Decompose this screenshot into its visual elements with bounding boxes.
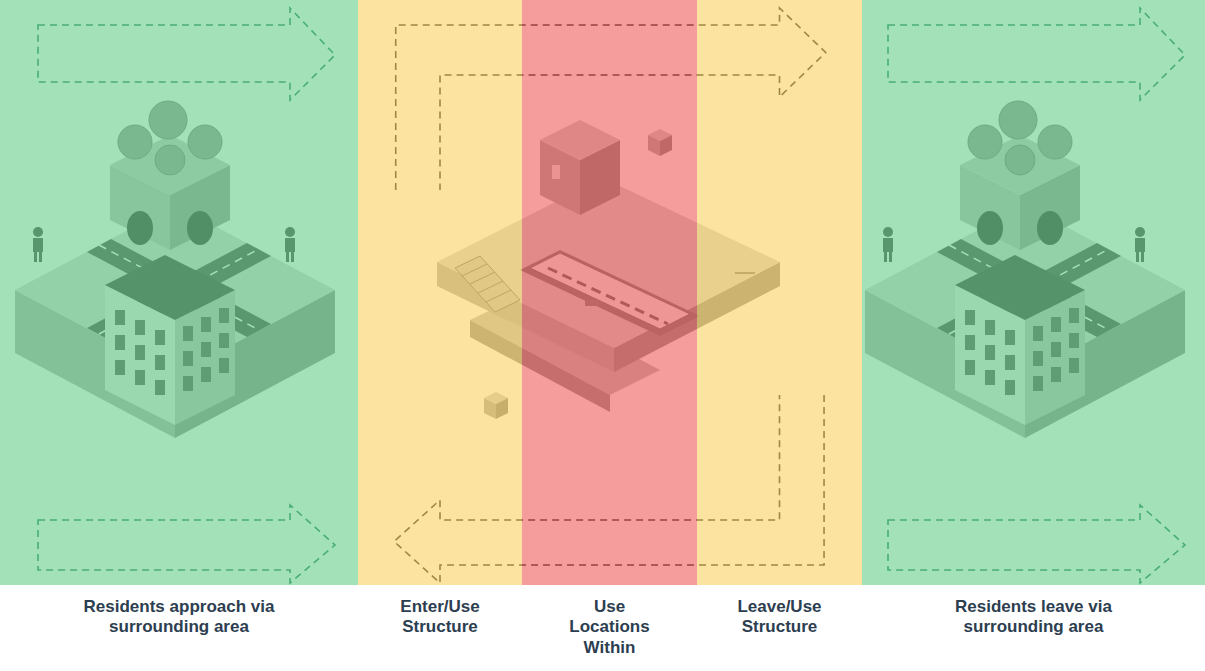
zone-band: Residents approach via surrounding area [0, 0, 358, 585]
zone-band: Leave/Use Structure [697, 0, 862, 585]
zone-label: Use Locations Within [560, 597, 660, 658]
zone-band: Enter/Use Structure [358, 0, 522, 585]
zone-band: Residents leave via surrounding area [862, 0, 1205, 585]
zone-label: Residents approach via surrounding area [54, 597, 304, 638]
zone-band: Use Locations Within [522, 0, 697, 585]
zone-label: Enter/Use Structure [380, 597, 500, 638]
zone-label: Leave/Use Structure [720, 597, 840, 638]
zone-label: Residents leave via surrounding area [909, 597, 1159, 638]
